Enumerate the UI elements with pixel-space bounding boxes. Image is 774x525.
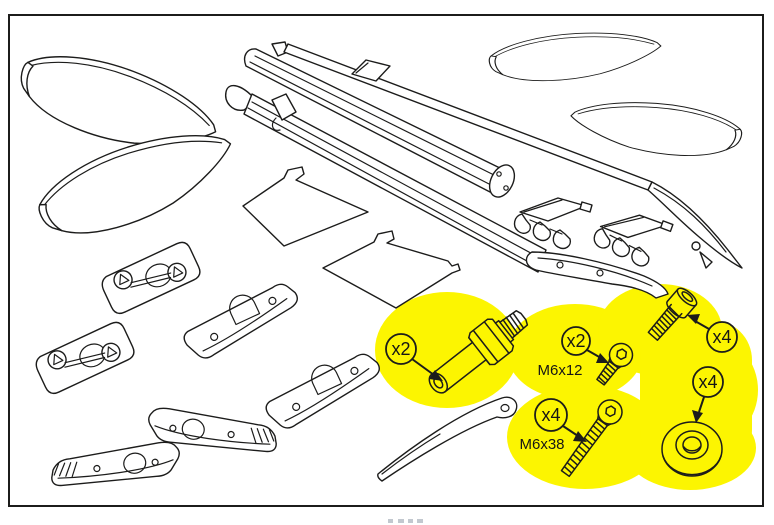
screw-m6x38 [560, 399, 623, 478]
blade-plate-2 [47, 431, 185, 503]
spacer-washer [661, 421, 723, 477]
lever-tool [377, 396, 518, 482]
long-screw-size-label: M6x38 [519, 436, 564, 453]
diagram-border [8, 14, 764, 507]
rubber-pad-2 [322, 230, 461, 309]
callout-washer-qty: x4 [698, 372, 717, 392]
fairing-strip-small-1 [486, 25, 664, 87]
callout-short-screw-qty: x2 [566, 331, 585, 351]
mounting-plate-2 [32, 318, 138, 397]
fairing-strip-small-2 [565, 93, 746, 163]
stud-adapter [428, 309, 529, 394]
callout-cap-screw: x4 [687, 314, 738, 353]
callout-washer: x4 [692, 366, 724, 423]
callout-long-screw: x4 M6x38 [519, 398, 587, 453]
callout-stud: x2 [385, 333, 443, 381]
callout-long-screw-qty: x4 [541, 405, 560, 425]
callout-short-screw: x2 M6x12 [537, 326, 609, 379]
cropped-footer-text [388, 519, 423, 523]
fitting-clip-2 [591, 211, 675, 269]
crossbar-1 [243, 48, 516, 198]
screw-m6x12 [596, 342, 634, 386]
mounting-plate-1 [98, 238, 204, 317]
callout-stud-qty: x2 [391, 339, 410, 359]
callout-cap-screw-qty: x4 [712, 327, 731, 347]
short-screw-size-label: M6x12 [537, 362, 582, 379]
cap-screw-m6 [647, 287, 698, 341]
rubber-pad-1 [242, 166, 369, 247]
crossbar-2 [225, 85, 669, 299]
bracket-plate-2 [258, 342, 388, 435]
bracket-plate-1 [176, 272, 306, 365]
